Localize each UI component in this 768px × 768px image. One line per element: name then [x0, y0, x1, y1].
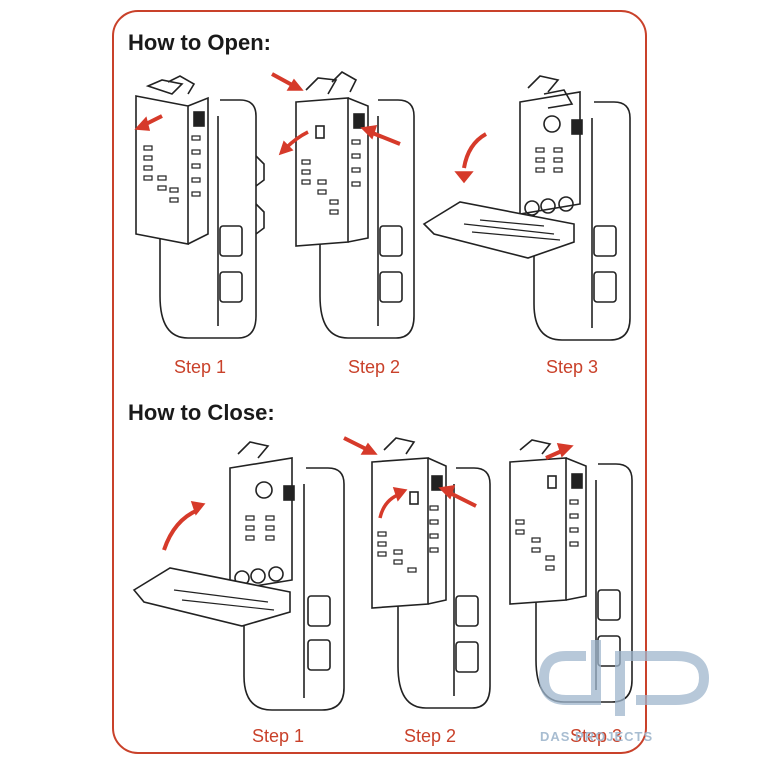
open-step2-label: Step 2: [348, 357, 401, 377]
close-step2-label: Step 2: [404, 726, 457, 746]
close-heading: How to Close:: [128, 400, 275, 425]
open-step3-illustration: [422, 74, 644, 355]
instruction-frame: [112, 10, 647, 754]
watermark-text: DAS PROJECTS: [540, 729, 654, 744]
open-step1-label: Step 1: [174, 357, 227, 377]
close-step1-label: Step 1: [252, 726, 305, 746]
close-step3-label: Step 3: [570, 726, 623, 746]
watermark-logo: [536, 636, 726, 731]
open-heading: How to Open:: [128, 30, 271, 55]
open-step3-label: Step 3: [546, 357, 599, 377]
close-step2-illustration: [343, 436, 494, 721]
open-step1-illustration: [128, 75, 268, 351]
open-step2-illustration: [271, 70, 422, 351]
close-step1-illustration: [132, 440, 364, 721]
